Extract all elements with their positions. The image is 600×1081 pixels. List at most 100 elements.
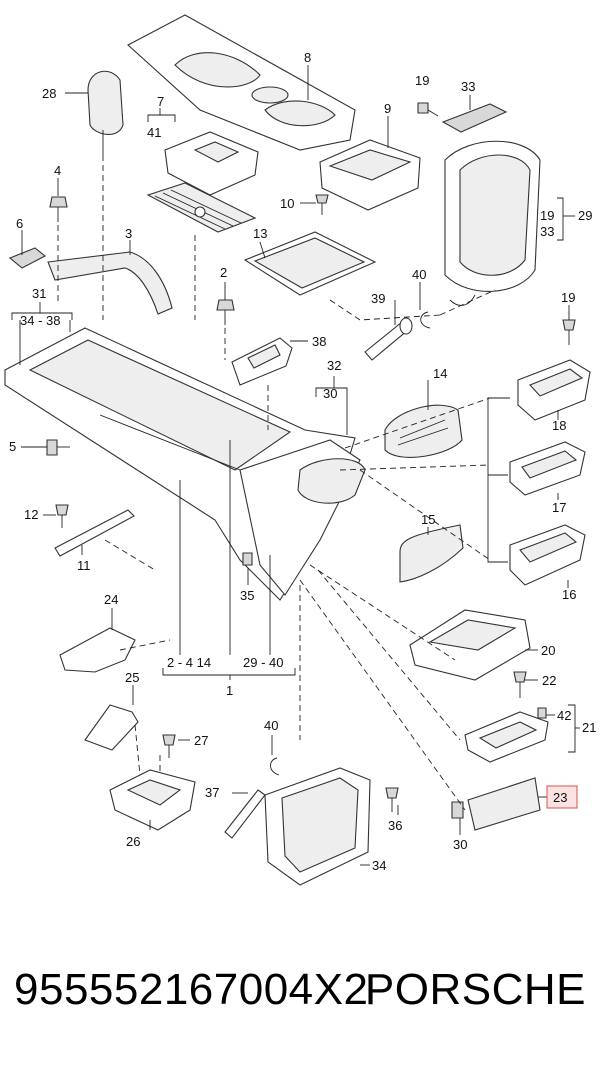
callout-7: 7 (157, 94, 164, 109)
part-38-bracket (231, 337, 293, 386)
bolt-icon-36 (385, 787, 399, 812)
part-39-pin (364, 317, 413, 361)
callout-20: 20 (541, 643, 555, 658)
callout-29: 29 (578, 208, 592, 223)
callout-25: 25 (125, 670, 139, 685)
bolt-icon-2 (216, 299, 235, 325)
bolt-icon-5 (46, 439, 70, 456)
bolt-icon-19-mid (562, 319, 576, 345)
callout-30-top: 30 (323, 386, 337, 401)
callout-18: 18 (552, 418, 566, 433)
part-21-bracket-assembly (464, 711, 549, 763)
callout-1: 1 (226, 683, 233, 698)
callout-4: 4 (54, 163, 61, 178)
range-label-34-38: 34 - 38 (20, 313, 60, 328)
callout-21: 21 (582, 720, 596, 735)
callout-19-top: 19 (415, 73, 429, 88)
bolt-icon-27 (162, 734, 176, 758)
callout-23: 23 (553, 790, 567, 805)
clip-icon-42 (537, 707, 547, 719)
part-1-console-body (4, 327, 366, 601)
part-34-storage-box (264, 767, 371, 886)
callout-14: 14 (433, 366, 447, 381)
callout-13: 13 (253, 226, 267, 241)
part-40-hook-clip (420, 311, 431, 329)
callout-labels: 1 2 3 4 5 6 7 8 9 10 11 12 13 14 15 16 1… (9, 50, 596, 873)
part-24-bracket (59, 627, 136, 673)
part-26-mounting-frame (109, 769, 196, 831)
bolt-icon-22 (513, 671, 527, 698)
part-number: 955552167004X2 (14, 965, 369, 1014)
brand-name: PORSCHE (364, 965, 586, 1014)
range-label-2-4-14: 2 - 4 14 (167, 655, 211, 670)
callout-2: 2 (220, 265, 227, 280)
bolt-icon-19-top (417, 102, 439, 117)
callout-28: 28 (42, 86, 56, 101)
part-14-air-vent (384, 404, 463, 458)
assembly-dashed-lines (57, 155, 496, 811)
callout-9: 9 (384, 101, 391, 116)
callout-22: 22 (542, 673, 556, 688)
callout-10: 10 (280, 196, 294, 211)
clip-icon-30 (451, 801, 464, 819)
callout-34: 34 (372, 858, 386, 873)
bolt-icon-12 (55, 504, 69, 528)
callout-19-right: 19 (540, 208, 554, 223)
bolt-icon-10 (315, 194, 329, 215)
callout-31: 31 (32, 286, 46, 301)
callout-39: 39 (371, 291, 385, 306)
part-11-rail (54, 509, 135, 557)
callout-15: 15 (421, 512, 435, 527)
callout-8: 8 (304, 50, 311, 65)
part-20-storage-frame (409, 609, 531, 681)
callout-32: 32 (327, 358, 341, 373)
callout-33-top: 33 (461, 79, 475, 94)
callout-35: 35 (240, 588, 254, 603)
part-15-cover-plate (399, 524, 464, 583)
part-37-rod (224, 789, 266, 839)
callout-41: 41 (147, 125, 161, 140)
callout-19-mid: 19 (561, 290, 575, 305)
callout-30-bottom: 30 (453, 837, 467, 852)
part-18-bezel (517, 359, 591, 421)
callout-11: 11 (77, 558, 91, 573)
part-13-tray-mat (243, 231, 377, 296)
callout-40-bottom: 40 (264, 718, 278, 733)
part-41-grille (146, 182, 257, 233)
part-33-latch (441, 103, 508, 133)
part-16-bezel (509, 524, 586, 586)
part-8-top-trim (127, 14, 356, 151)
callout-27: 27 (194, 733, 208, 748)
bracket-lines (11, 108, 580, 753)
clip-icon-35 (242, 552, 253, 566)
highlight-box-23 (546, 785, 578, 809)
callout-33-right: 33 (540, 224, 554, 239)
callout-3: 3 (125, 226, 132, 241)
part-7-shifter-bezel (164, 131, 259, 196)
part-29-armrest-lid (444, 140, 541, 306)
range-label-29-40: 29 - 40 (243, 655, 283, 670)
part-3-side-strip (47, 251, 173, 315)
part-25-clip-bracket (84, 704, 139, 751)
callout-12: 12 (24, 507, 38, 522)
part-23-cover (467, 777, 541, 831)
leader-lines (21, 65, 570, 866)
callout-40-top: 40 (412, 267, 426, 282)
callout-42: 42 (557, 708, 571, 723)
bolt-icon-4 (49, 196, 68, 222)
part-17-bezel (509, 441, 586, 496)
part-28-cushion (87, 70, 124, 155)
part-6-clip (8, 247, 47, 269)
callout-6: 6 (16, 216, 23, 231)
callout-26: 26 (126, 834, 140, 849)
callout-5: 5 (9, 439, 16, 454)
callout-16: 16 (562, 587, 576, 602)
callout-17: 17 (552, 500, 566, 515)
callout-37: 37 (205, 785, 219, 800)
callout-38: 38 (312, 334, 326, 349)
part-40-hook-clip-lower (270, 757, 280, 776)
callout-24: 24 (104, 592, 118, 607)
footer: 955552167004X2 PORSCHE (0, 965, 600, 1045)
callout-36: 36 (388, 818, 402, 833)
